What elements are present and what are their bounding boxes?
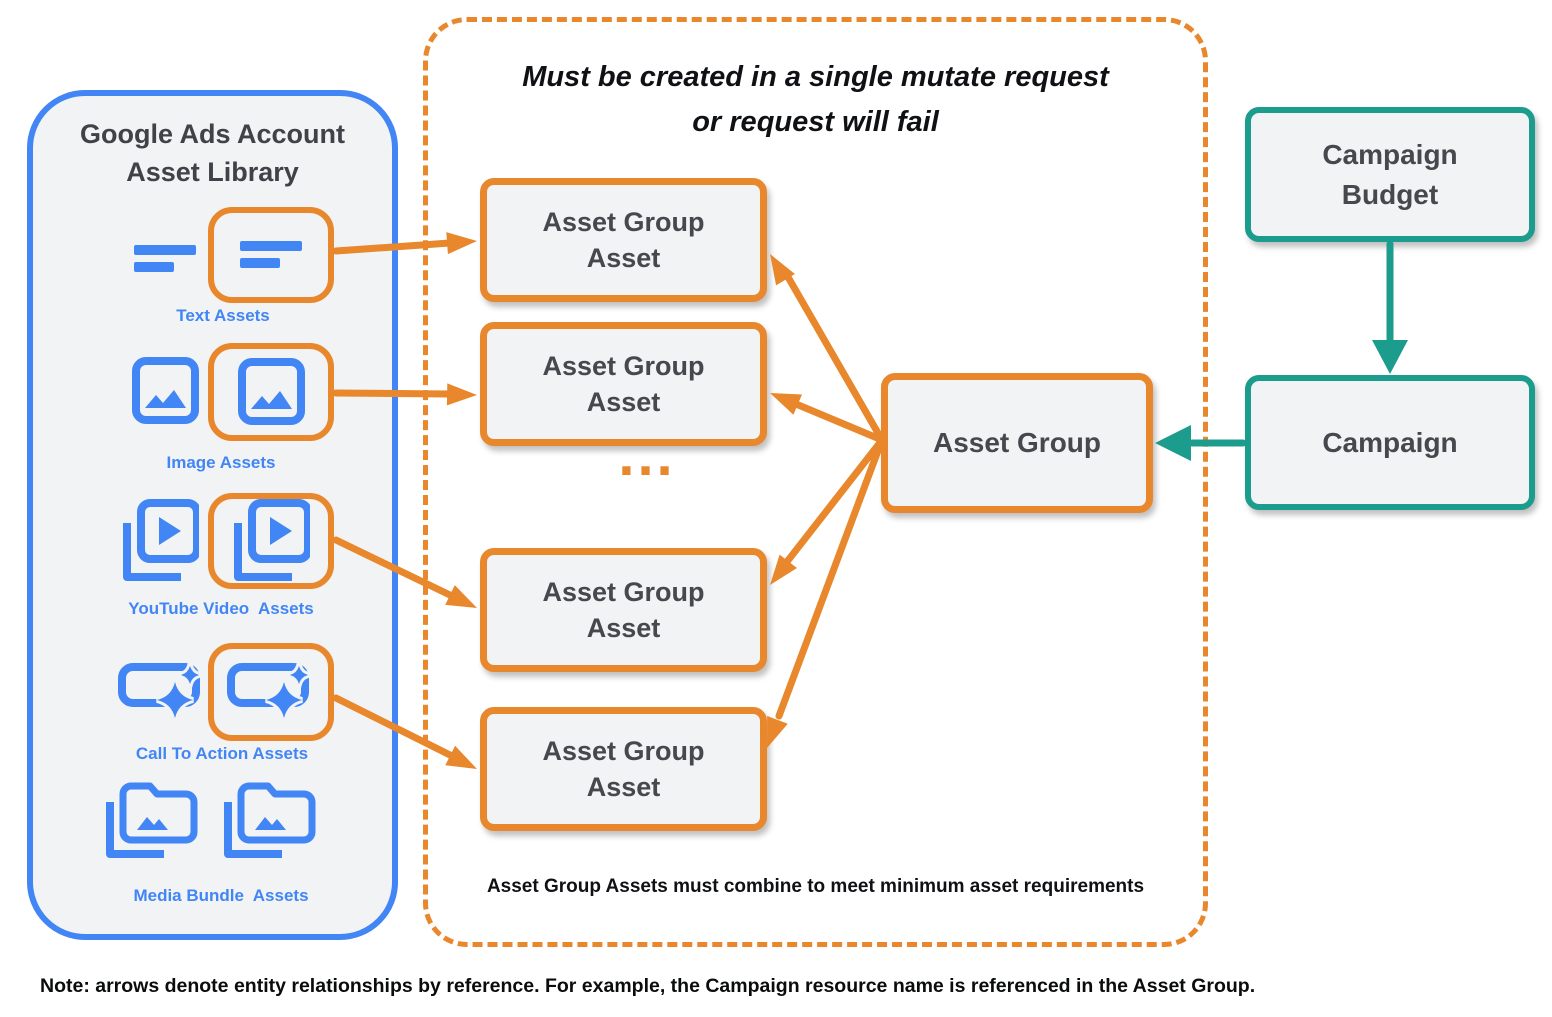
media-bundle-asset-icon [106, 782, 198, 858]
call-to-action-assets-label: Call To Action Assets [135, 744, 309, 763]
image-asset-icon [238, 358, 305, 425]
youtube-video-assets-label: YouTube Video Assets [128, 599, 314, 618]
call-to-action-highlight-frame [208, 643, 334, 741]
media-bundle-asset-icon [224, 782, 316, 858]
media-bundle-assets-label: Media Bundle Assets [133, 886, 309, 905]
call-to-action-asset-icon [118, 660, 206, 719]
image-assets-label: Image Assets [166, 453, 276, 472]
minimum-requirements-footnote: Asset Group Assets must combine to meet … [486, 876, 1145, 897]
image-asset-icon [132, 357, 199, 424]
more-asset-group-assets-ellipsis: ... [618, 423, 676, 488]
text-asset-icon [240, 241, 302, 268]
video-asset-highlight-frame [208, 493, 334, 589]
image-asset-highlight-frame [208, 343, 334, 441]
asset-library-title: Google Ads Account Asset Library [79, 119, 345, 187]
mutate-request-title: Must be created in a single mutate reque… [522, 61, 1109, 138]
video-asset-icon [234, 499, 310, 581]
call-to-action-asset-icon [227, 660, 315, 719]
asset-group-asset-box-4: Asset Group Asset [480, 707, 767, 831]
video-asset-icon [123, 499, 199, 581]
reference-note: Note: arrows denote entity relationships… [40, 975, 1256, 997]
campaign-budget-box: Campaign Budget [1245, 107, 1535, 242]
asset-group-asset-box-3: Asset Group Asset [480, 548, 767, 672]
text-asset-highlight-frame [208, 207, 334, 303]
asset-group-asset-box-2: Asset Group Asset [480, 322, 767, 446]
text-asset-icon [134, 245, 196, 272]
campaign-box: Campaign [1245, 375, 1535, 510]
asset-group-asset-box-1: Asset Group Asset [480, 178, 767, 302]
arrow-campaign-budget-to-campaign [1372, 240, 1408, 374]
asset-group-box: Asset Group [881, 373, 1153, 513]
text-assets-label: Text Assets [176, 306, 270, 325]
